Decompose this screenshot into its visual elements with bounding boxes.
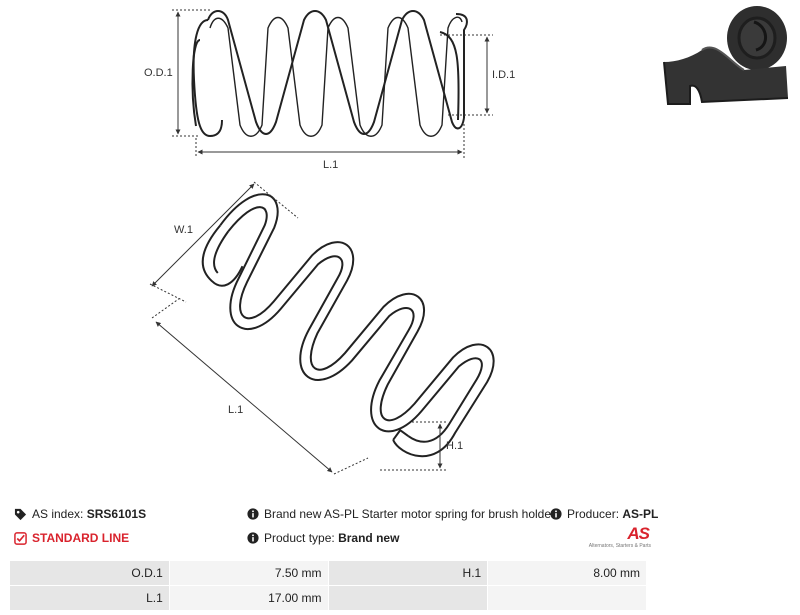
producer-value: AS-PL: [622, 507, 659, 521]
logo-tagline: Alternators, Starters & Parts: [588, 543, 651, 549]
producer-row: Producer: AS-PL: [550, 506, 658, 522]
param-value: 8.00 mm: [487, 560, 647, 586]
product-type-label: Product type:: [264, 531, 335, 545]
product-type-value: Brand new: [338, 531, 400, 545]
product-description: Brand new AS-PL Starter motor spring for…: [264, 507, 556, 521]
info-icon: [247, 508, 259, 520]
info-icon: [550, 508, 562, 520]
tag-icon: [14, 508, 27, 520]
logo-mark: AS: [627, 524, 650, 543]
checkbox-checked-icon: [14, 531, 27, 545]
param-label: L.1: [9, 585, 170, 611]
as-index-row: AS index: SRS6101S: [14, 506, 146, 522]
spring-side-view: [191, 10, 468, 137]
info-icon: [247, 532, 259, 544]
spring-perspective-view: [201, 193, 495, 458]
table-row: O.D.1 7.50 mm H.1 8.00 mm: [9, 560, 647, 586]
param-value: 7.50 mm: [168, 560, 329, 586]
table-row: L.1 17.00 mm: [9, 585, 647, 611]
product-photo: [663, 6, 789, 105]
as-pl-logo: AS Alternators, Starters & Parts: [585, 524, 651, 552]
param-label: H.1: [327, 560, 489, 586]
bottom-width-label: W.1: [174, 224, 193, 236]
bottom-length-label: L.1: [228, 404, 243, 416]
description-row: Brand new AS-PL Starter motor spring for…: [247, 506, 555, 522]
as-index-label: AS index:: [32, 507, 84, 521]
parameters-table: O.D.1 7.50 mm H.1 8.00 mm L.1 17.00 mm: [9, 560, 647, 611]
param-label: O.D.1: [9, 560, 170, 586]
param-value: [487, 585, 647, 611]
producer-label: Producer:: [567, 507, 620, 521]
param-value: 17.00 mm: [168, 585, 329, 611]
as-index-value: SRS6101S: [86, 507, 147, 521]
bottom-dimensions: [149, 181, 446, 475]
top-length-label: L.1: [323, 159, 338, 171]
top-id-label: I.D.1: [492, 69, 515, 81]
standard-line-row: STANDARD LINE: [14, 530, 129, 546]
standard-line-label: STANDARD LINE: [32, 531, 130, 545]
param-label: [327, 585, 489, 611]
product-type-row: Product type: Brand new: [247, 530, 399, 546]
top-dimensions: [172, 9, 493, 158]
bottom-height-label: H.1: [446, 440, 463, 452]
technical-drawing: O.D.1 I.D.1 L.1 W.1 L.1 H.1: [144, 6, 789, 475]
top-od-label: O.D.1: [144, 67, 173, 79]
